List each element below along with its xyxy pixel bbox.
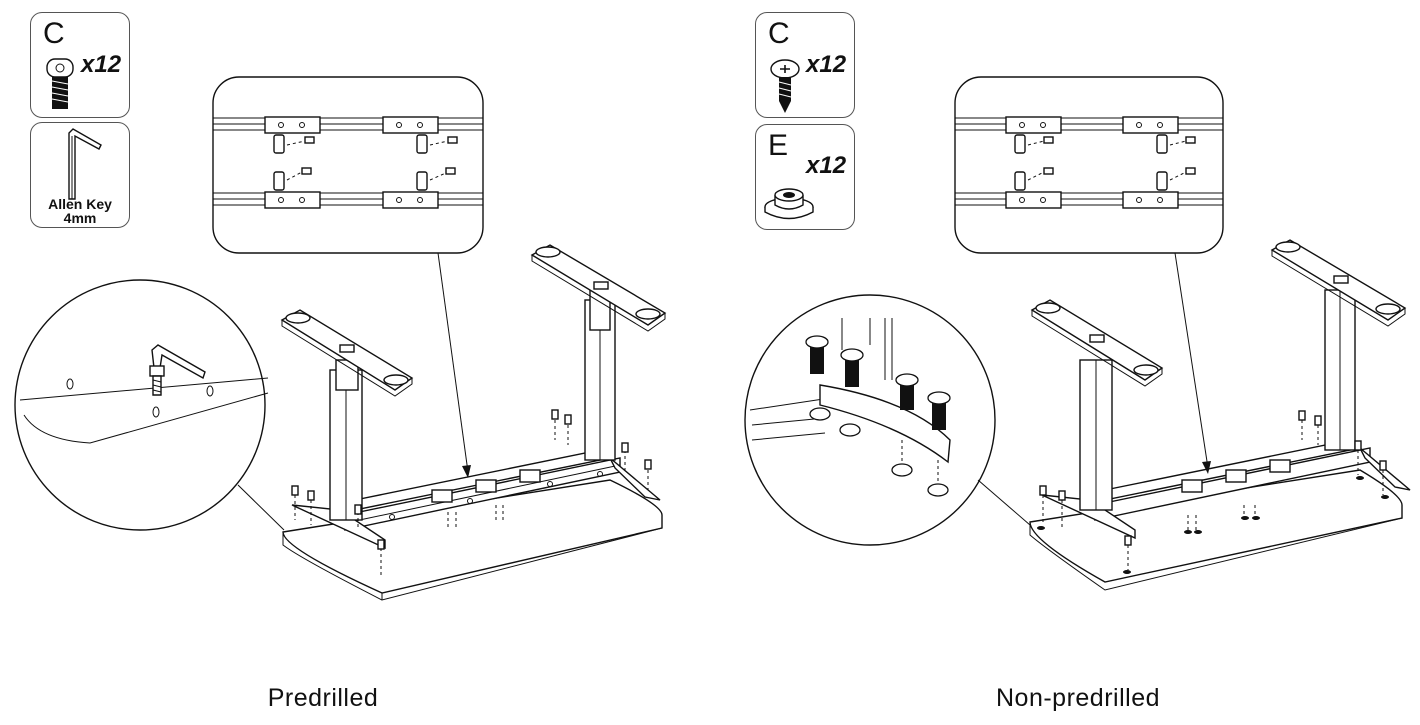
part-quantity: x12 [806,51,847,78]
part-quantity: x12 [806,152,847,179]
phillips-screw-icon [770,59,800,113]
left-leg [280,309,414,521]
right-leg [1270,239,1407,451]
desk-top [1029,469,1403,591]
rail-detail-callout [212,76,484,478]
non-predrilled-caption: Non-predrilled [995,684,1161,712]
desk-top [282,479,663,601]
left-leg [1030,299,1164,511]
part-c-box: C x12 [755,12,855,118]
allen-key-size: 4mm [63,210,97,226]
part-letter: E [768,129,789,162]
part-letter: C [43,17,65,50]
allen-key-label: Allen Key [48,196,112,212]
flange-nut-icon [764,188,814,220]
right-leg [530,244,667,461]
part-letter: C [768,17,790,50]
non-predrilled-panel: C x12 E x12 Non-predrilled [710,0,1420,725]
screw-markers [1037,410,1389,574]
non-predrilled-assembly-drawing [744,76,1411,591]
predrilled-assembly-drawing [14,76,667,601]
predrilled-panel: C x12 Allen Key 4mm Predrilled [14,12,667,712]
allen-key-box: Allen Key 4mm [30,122,130,228]
hex-socket-screw-icon [46,58,74,109]
allen-key-icon [68,128,102,200]
rail-detail-callout [954,76,1224,474]
screw-and-nut-zoom-detail [744,294,1031,546]
part-e-box: E x12 [755,124,855,230]
part-quantity: x12 [81,51,122,78]
desk-frame [1041,439,1411,540]
part-c-box: C x12 [30,12,130,118]
screw-markers [291,409,652,575]
allen-key-zoom-detail [14,279,285,531]
predrilled-caption: Predrilled [267,684,379,712]
